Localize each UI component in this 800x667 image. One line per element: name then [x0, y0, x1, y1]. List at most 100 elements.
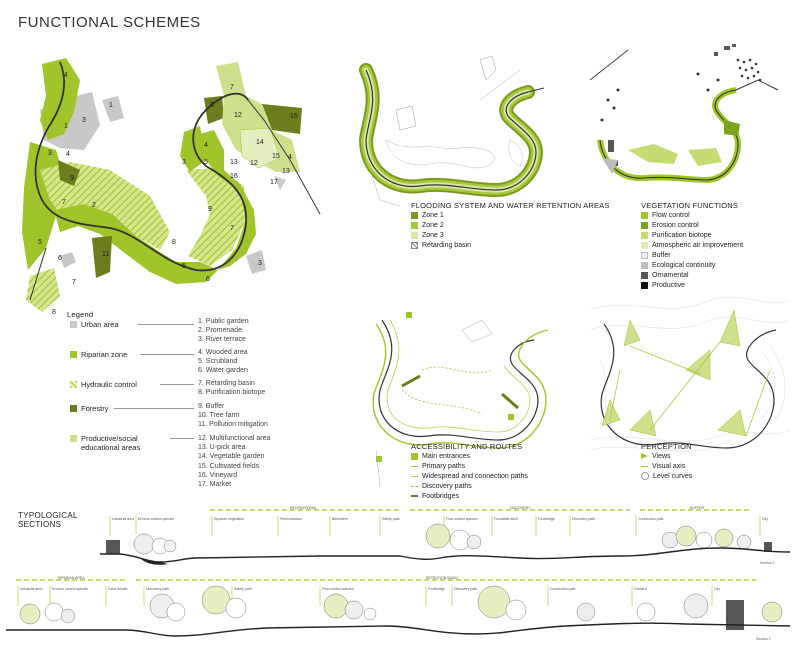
section-tag: City — [762, 517, 768, 521]
legend-label: Urban area — [81, 320, 119, 329]
riparian-zone — [200, 130, 256, 270]
zone-label: 8 — [52, 309, 56, 316]
urban-outline — [395, 105, 417, 131]
road-line — [369, 169, 401, 207]
sections-title: TYPOLOGICAL SECTIONS — [18, 511, 78, 529]
flood-zone-2 — [360, 65, 542, 196]
section-tag: Belvedere — [332, 517, 348, 521]
zone-label: DISCOVERY — [510, 506, 531, 510]
primary-path — [372, 323, 549, 449]
river-line — [365, 69, 537, 191]
leader-line — [114, 408, 194, 409]
leader-line — [140, 354, 194, 355]
zone-label: 14 — [256, 139, 264, 146]
zone3-swatch — [411, 231, 418, 239]
discovery-path-icon — [411, 485, 418, 487]
section-tag: Industrial area — [112, 517, 134, 521]
legend-urban: Urban area — [70, 320, 119, 329]
legend-item: Flow control — [641, 210, 743, 220]
zone-label: 9 — [210, 102, 214, 109]
hydraulic-control-area — [186, 168, 246, 266]
perception-title: PERCEPTION — [641, 442, 692, 451]
section-tag: City — [714, 587, 720, 591]
flooding-legend: FLOODING SYSTEM AND WATER RETENTION AREA… — [411, 201, 610, 250]
list-item: 11. Pollution mitigation — [198, 421, 268, 429]
legend-item: Atmospheric air improvement — [641, 240, 743, 250]
legend-label: Forestry — [81, 404, 109, 413]
list-item: 8. Purification biotope — [198, 389, 266, 397]
productive-swatch — [70, 435, 77, 442]
swatch — [641, 281, 648, 289]
zone-label: 13 — [282, 168, 290, 175]
urban-outline — [461, 319, 493, 343]
zone-label: 4 — [64, 72, 68, 79]
forestry-area — [58, 160, 80, 186]
building-block — [764, 542, 772, 552]
legend-item: Main entrances — [411, 451, 528, 461]
legend-hydraulic: Hydraulic control — [70, 380, 137, 389]
zone-label: 7 — [72, 279, 76, 286]
view-cones — [601, 309, 747, 437]
river-line — [34, 61, 249, 272]
urban-patch — [274, 176, 286, 190]
section-1: RECREATIONAL DISCOVERY BUFFER Industrial… — [100, 506, 791, 565]
vegetation-map — [589, 44, 779, 184]
zone-label: 3 — [82, 117, 86, 124]
purification-biotope — [26, 268, 60, 312]
legend-item: Buffer — [641, 250, 743, 260]
section-tag-markers — [109, 516, 761, 536]
erosion-patch — [724, 120, 740, 136]
hydraulic-swatch — [70, 381, 77, 388]
vegetation-title: VEGETATION FUNCTIONS — [641, 201, 739, 210]
swatch — [641, 241, 648, 249]
flooding-map — [358, 55, 545, 207]
legend-item: Purification biotope — [641, 230, 743, 240]
list-item: 4. Wooded area — [198, 349, 248, 356]
road-line — [735, 79, 779, 91]
road-line — [479, 69, 521, 101]
road-line — [375, 449, 381, 487]
legend-item: Footbridges — [411, 491, 528, 501]
zone-label: 1 — [64, 123, 68, 130]
vegetation-legend: VEGETATION FUNCTIONS Flow control Erosio… — [641, 201, 743, 290]
forestry-area — [92, 236, 112, 278]
forestry-area — [262, 104, 302, 134]
zone-label: 16 — [290, 113, 298, 120]
list-item: 2. Promenade — [198, 327, 242, 335]
access-title: ACCESSIBILITY AND ROUTES — [411, 442, 523, 451]
main-entrance-marker — [376, 456, 382, 462]
river-line — [378, 319, 539, 441]
main-functional-map: 4 1 3 1 3 4 9 7 2 5 6 7 8 11 8 5 6 7 3 9… — [22, 58, 321, 316]
group3-list: 7. Retarding basin 8. Purification bioto… — [198, 379, 265, 397]
purification-patch — [628, 144, 678, 164]
zone-label: 12 — [250, 160, 258, 167]
access-legend: ACCESSIBILITY AND ROUTES Main entrances … — [411, 442, 528, 501]
zone-label: 12 — [234, 112, 242, 119]
zone-numbers: 4 1 3 1 3 4 9 7 2 5 6 7 8 11 8 5 6 7 3 9… — [38, 72, 298, 316]
legend-item: Productive — [641, 280, 743, 290]
legend-label: Ecological continuity — [652, 261, 716, 269]
river-line — [599, 89, 739, 181]
section-tag: Cane thicket — [108, 587, 127, 591]
level-curve-icon — [641, 472, 649, 480]
zone2-swatch — [411, 221, 418, 229]
river-channel — [140, 558, 168, 565]
zone-label: RECREATIONAL — [290, 506, 317, 510]
zone-label: 2 — [92, 202, 96, 209]
zone-label: 4 — [66, 151, 70, 158]
section-tag: Flow control species — [446, 517, 478, 521]
flood-zone-3 — [363, 67, 539, 193]
section-tag: Floodable ditch — [494, 517, 518, 521]
riparian-zone — [40, 58, 80, 140]
legend-label: Atmospheric air improvement — [652, 241, 744, 249]
flooding-title: FLOODING SYSTEM AND WATER RETENTION AREA… — [411, 201, 610, 210]
connection-path-icon — [411, 475, 418, 477]
zone-label: 5 — [182, 263, 186, 270]
swatch — [641, 271, 648, 279]
list-item: 12. Multifunctional area — [198, 435, 271, 442]
zone-label: 3 — [258, 260, 262, 267]
leader-line — [160, 384, 194, 385]
legend-item: Discovery paths — [411, 481, 528, 491]
legend-label: Discovery paths — [422, 482, 472, 490]
legend-label: Retarding basin — [422, 241, 472, 249]
